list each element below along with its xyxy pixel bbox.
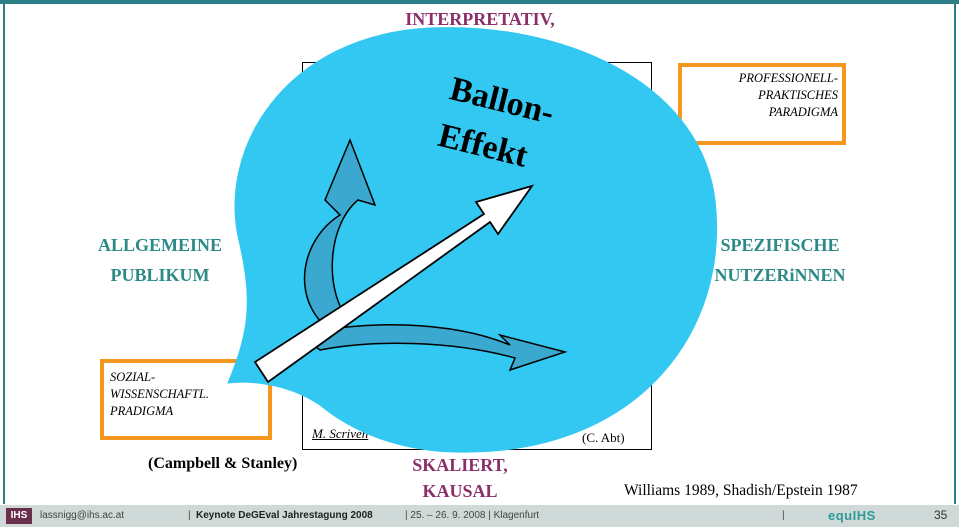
label-left-1: ALLGEMEINE: [97, 235, 223, 255]
campbell-label: (Campbell & Stanley): [148, 455, 298, 472]
footer-sep-1: |: [188, 510, 191, 521]
footer-dates: | 25. – 26. 9. 2008 | Klagenfurt: [405, 510, 540, 521]
prof-line-2: PRAKTISCHES: [758, 88, 838, 102]
footer-brand: equIHS: [828, 508, 876, 523]
scriven-label: M. Scriven: [312, 426, 369, 441]
label-bottom-1: SKALIERT,: [412, 455, 508, 475]
footer-email: lassnigg@ihs.ac.at: [40, 510, 125, 521]
label-bottom-2: KAUSAL: [422, 481, 498, 501]
abt-label: (C. Abt): [582, 430, 625, 445]
balloon-graphic: Ballon- Effekt: [227, 27, 718, 453]
label-left-2: PUBLIKUM: [110, 265, 210, 285]
ihs-logo: IHS: [6, 508, 32, 524]
soz-line-2: WISSENSCHAFTL.: [110, 387, 209, 401]
left-rule: [3, 4, 5, 504]
prof-line-1: PROFESSIONELL-: [738, 71, 838, 85]
curved-arrow-up: [303, 137, 377, 331]
williams-citation: Williams 1989, Shadish/Epstein 1987: [624, 482, 858, 499]
footer-bar: IHS lassnigg@ihs.ac.at | Keynote DeGEval…: [0, 505, 959, 527]
footer-event: Keynote DeGEval Jahrestagung 2008: [196, 510, 373, 521]
main-diagonal-arrow: [253, 184, 535, 384]
page-number: 35: [934, 508, 948, 522]
footer-sep-2: |: [782, 510, 785, 521]
right-rule: [954, 4, 956, 504]
label-right-2: NUTZERiNNEN: [714, 265, 846, 285]
label-right-1: SPEZIFISCHE: [720, 235, 840, 255]
soz-line-1: SOZIAL-: [110, 370, 156, 384]
box-social-science-paradigm: SOZIAL- WISSENSCHAFTL. PRADIGMA: [100, 359, 272, 440]
prof-line-3: PARADIGMA: [768, 105, 838, 119]
label-top: INTERPRETATIV,: [405, 9, 555, 29]
box-professional-paradigm: PROFESSIONELL- PRAKTISCHES PARADIGMA: [678, 63, 846, 145]
curved-arrow-right: [298, 324, 568, 372]
top-rule: [0, 0, 959, 4]
soz-line-3: PRADIGMA: [110, 404, 174, 418]
